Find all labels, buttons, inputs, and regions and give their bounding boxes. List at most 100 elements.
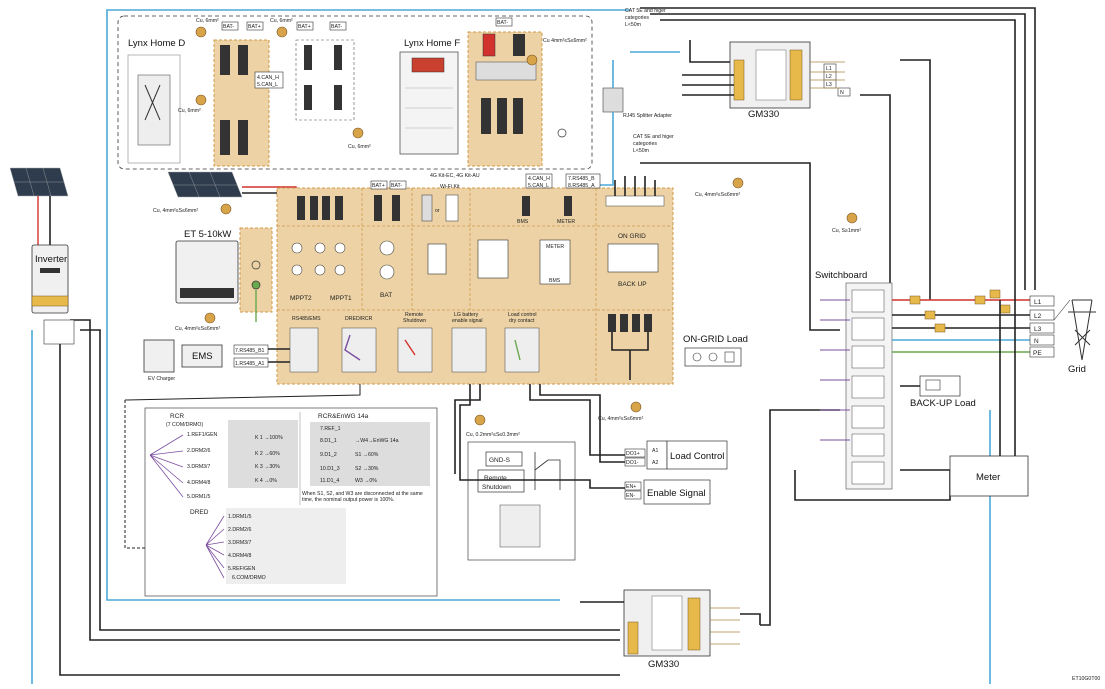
cat5-note-mid-1: CAT 5E and higer (633, 134, 674, 140)
bat-connector-d2 (238, 45, 248, 75)
svg-text:S1 →60%: S1 →60% (355, 452, 379, 458)
svg-text:K 2 →60%: K 2 →60% (255, 451, 280, 457)
svg-text:K 1 →100%: K 1 →100% (255, 435, 283, 441)
cu-spec-icon-pv (220, 203, 232, 215)
lynx-home-d-terminal (137, 74, 171, 146)
meter-port-label: METER (557, 219, 575, 225)
blue-meter-wire (570, 60, 614, 186)
a2-label: A2 (652, 460, 658, 466)
dred-relay-area (226, 508, 346, 584)
svg-text:N: N (1034, 338, 1039, 345)
black-wire-top-right-1 (640, 7, 1036, 290)
cu-bk-label: Cu, 4mm²≤S≤6mm² (598, 416, 643, 422)
svg-text:4.DRM4/8: 4.DRM4/8 (187, 480, 210, 486)
inverter-title: Inverter (35, 254, 67, 265)
cu-s1-label: Cu, S≥1mm² (832, 228, 861, 234)
gm330-top-left-terminals (733, 59, 745, 101)
do1-plus-label: DO1+ (626, 451, 640, 457)
en-minus-label: EN- (626, 493, 635, 499)
cu-sig-label: Cu, 0.2mm²≤S≤0.3mm² (466, 432, 520, 438)
mppt-terminals (291, 242, 346, 276)
on-grid-load-title: ON-GRID Load (683, 334, 748, 345)
svg-text:K 4 →0%: K 4 →0% (255, 478, 277, 484)
cu-spec-icon-3 (195, 94, 207, 106)
gnd-s-label: GND-S (489, 457, 511, 464)
cu-spec-icon-pe (204, 312, 216, 324)
rs485-a-label-inv: 8.RS485_A (568, 183, 595, 189)
ongrid-top-wires (614, 176, 656, 196)
bat-connector-inv-1 (374, 195, 382, 221)
gm330-top-terminals (789, 49, 803, 101)
can-tag-d (254, 71, 284, 89)
cu-spec-icon-s1 (846, 212, 858, 224)
cat5-note-mid-2: categories (633, 141, 657, 147)
svg-text:L3: L3 (1034, 326, 1042, 333)
lynx-home-d-title: Lynx Home D (128, 38, 185, 49)
load-control-wires (529, 384, 625, 463)
bat-minus-tag-2 (329, 21, 347, 31)
rs485-tag-inv (565, 173, 601, 189)
rcr-relay-area (228, 420, 298, 488)
bat-plus-tag-inv (370, 180, 388, 190)
inverter-ac-terminal (31, 295, 69, 307)
rs485-b1-label: 7.RS485_B1 (235, 348, 265, 354)
cu-label-f: Cu 4mm²≤S≤6mm² (543, 38, 587, 44)
bat-minus-tag-f (495, 17, 513, 27)
bat-minus-tag-inv (389, 180, 407, 190)
bat-plus-label-1: BAT+ (248, 24, 261, 30)
4g-kit-icon (421, 194, 433, 222)
cu6-label-c: Cu, 6mm² (178, 108, 201, 114)
lg-battery-label-1: LG battery (454, 312, 479, 318)
svg-text:L2: L2 (826, 74, 832, 80)
wifi-kit-types-label: 4G Kit-EC, 4G Kit-AU (430, 173, 480, 179)
meter-connector (564, 196, 572, 216)
svg-text:9.D1_2: 9.D1_2 (320, 452, 337, 458)
svg-text:N: N (840, 90, 844, 96)
remote-shutdown-switch-box (477, 469, 525, 493)
backup-terminals (608, 314, 652, 332)
ct-clamps (909, 289, 1011, 333)
bat-minus-label-1: BAT- (223, 24, 234, 30)
bat-connector-d4 (238, 120, 248, 155)
svg-text:6.COM/DRMO: 6.COM/DRMO (232, 575, 266, 581)
ems-label: EMS (192, 351, 213, 362)
gm330-bottom-screen (651, 595, 683, 651)
note-line-2: time, the nominal output power is 100%. (302, 497, 394, 503)
load-control-label-1: Load control (508, 312, 537, 318)
note-line-1: When S1, S2, and W3 are disconnected at … (302, 491, 423, 497)
svg-text:L1: L1 (826, 66, 832, 72)
can-l-label-d: 5.CAN_L (257, 82, 278, 88)
black-wire-top-right-2 (650, 13, 1026, 290)
svg-text:PE: PE (1033, 350, 1042, 357)
lynx-home-f-display (411, 57, 445, 73)
svg-text:5.REF/GEN: 5.REF/GEN (228, 566, 256, 572)
gm330-bottom-terminals (687, 597, 701, 651)
black-wire-inverter-gm330-2 (70, 319, 620, 641)
rs485-b-label-inv: 7.RS485_B (568, 176, 595, 182)
rj45-label: RJ45 Splitter Adapter (623, 113, 672, 119)
load-control-box (666, 440, 728, 470)
gm330-top-title: GM330 (748, 109, 779, 120)
rs485-a1-label: 1.RS485_A1 (235, 361, 265, 367)
backup-load-title: BACK-UP Load (910, 398, 976, 409)
enwg-relay-area (310, 422, 430, 486)
bat-plus-tag-1 (246, 21, 264, 31)
cu6-label-a: Cu, 6mm² (196, 18, 219, 24)
bat-plus-label-inv: BAT+ (372, 183, 385, 189)
cu-spec-icon-1 (195, 26, 207, 38)
com-connector-1 (481, 98, 491, 134)
wifi-port (427, 243, 447, 275)
cat5-note-top-2: categories (625, 15, 649, 21)
grid-line-labels: L1 L2 L3 N PE (1029, 295, 1055, 358)
svg-text:11.D1_4: 11.D1_4 (320, 478, 339, 484)
svg-text:10.D1_3: 10.D1_3 (320, 466, 340, 472)
black-wire-gm330b-switchboard (760, 409, 840, 626)
ongrid-tag-strip (605, 195, 665, 207)
mppt2-label: MPPT2 (290, 295, 312, 302)
bat-minus-label-inv: BAT- (391, 183, 402, 189)
remote-shutdown-box-1: Remote (484, 475, 507, 482)
bat-connector-d3 (220, 120, 230, 155)
gnd-s-tag (485, 451, 523, 467)
